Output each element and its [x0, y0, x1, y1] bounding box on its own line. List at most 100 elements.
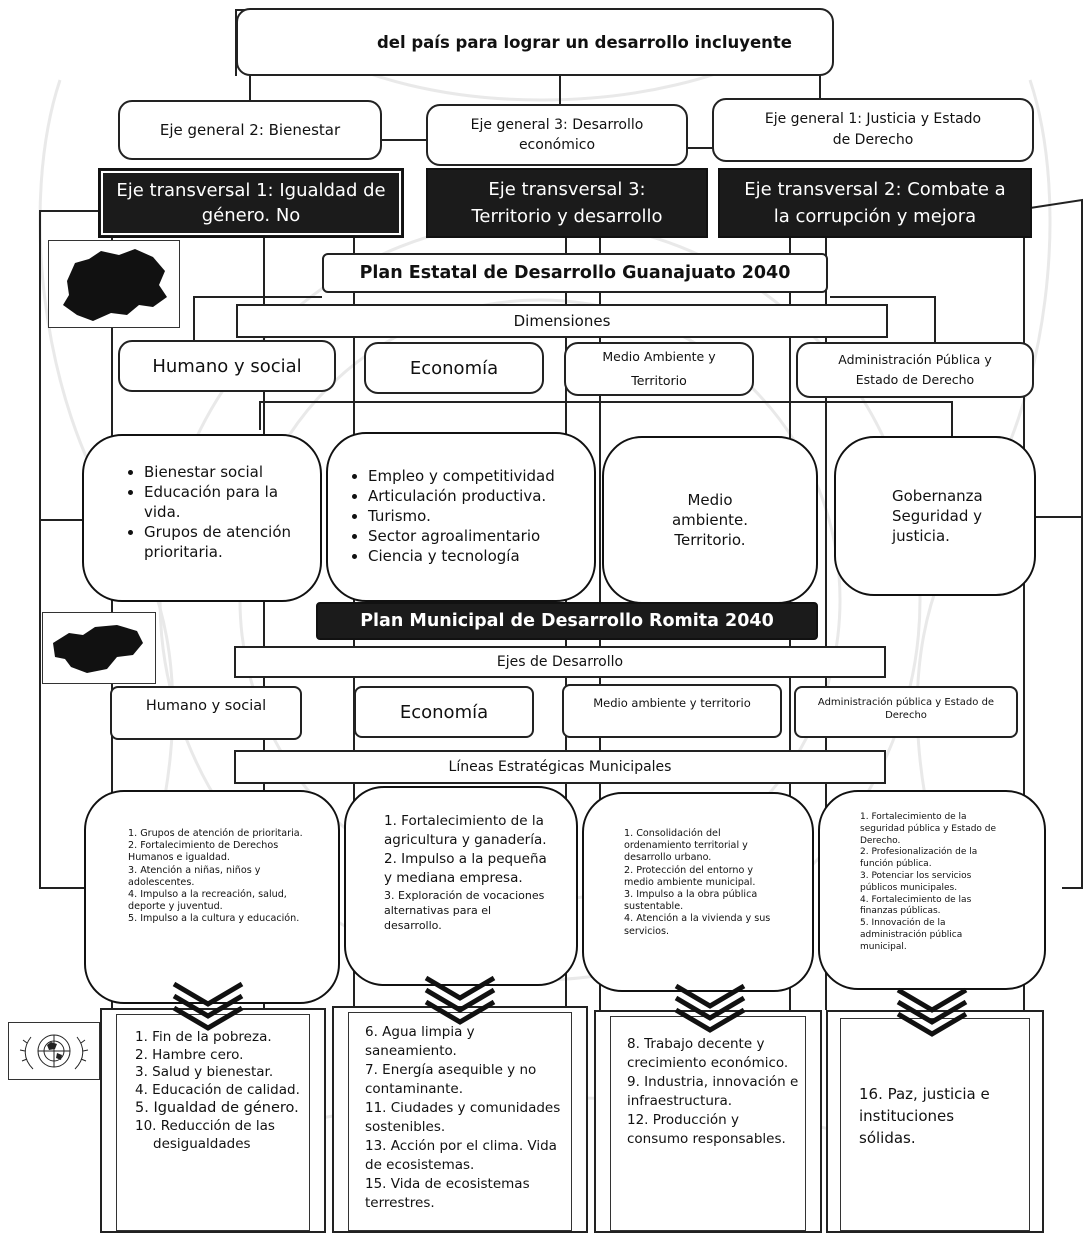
- strategic-lines-humano: 1. Grupos de atención de prioritaria. 2.…: [84, 790, 340, 1004]
- transversal-axis-3-label: Eje transversal 3: Territorio y desarrol…: [471, 179, 663, 227]
- municipal-axis-humano-label: Humano y social: [145, 698, 267, 714]
- list-item: 3. Atención a niñas, niños y adolescente…: [128, 864, 261, 888]
- state-plan-title-text: Plan Estatal de Desarrollo Guanajuato 20…: [359, 263, 791, 283]
- list-item: 2. Hambre cero.: [135, 1046, 244, 1063]
- sdg-box-1: 1. Fin de la pobreza. 2. Hambre cero. 3.…: [100, 1008, 326, 1233]
- state-topics-medio-ambiente: Medio ambiente. Territorio.: [602, 436, 818, 604]
- development-axes-bar: Ejes de Desarrollo: [234, 646, 886, 678]
- municipal-plan-title-text: Plan Municipal de Desarrollo Romita 2040: [360, 611, 774, 631]
- strategic-lines-economia-list: 1. Fortalecimiento de la agricultura y g…: [384, 812, 550, 933]
- list-item: 2. Profesionalización de la función públ…: [860, 847, 978, 870]
- list-item: 15. Vida de ecosistemas terrestres.: [365, 1176, 530, 1211]
- strategic-lines-label: Líneas Estratégicas Municipales: [448, 759, 672, 775]
- sdg-box-2: 6. Agua limpia y saneamiento. 7. Energía…: [332, 1006, 588, 1233]
- state-topics-humano-list: Bienestar social Educación para la vida.…: [114, 462, 306, 562]
- sdg-box-4: 16. Paz, justicia e instituciones sólida…: [826, 1010, 1044, 1233]
- chevron-down-icon: [674, 983, 746, 1033]
- state-topics-administracion: Gobernanza Seguridad y justicia.: [834, 436, 1036, 596]
- dimension-humano-social: Humano y social: [118, 340, 336, 392]
- state-topics-administracion-text: Gobernanza Seguridad y justicia.: [892, 487, 983, 545]
- strategic-lines-medio-ambiente: 1. Consolidación del ordenamiento territ…: [582, 792, 814, 992]
- list-item: 7. Energía asequible y no contaminante.: [365, 1062, 537, 1097]
- list-item: Grupos de atención prioritaria.: [144, 522, 306, 562]
- state-topics-humano: Bienestar social Educación para la vida.…: [82, 434, 322, 602]
- list-item: 9. Industria, innovación e infraestructu…: [627, 1074, 799, 1109]
- list-item: 2. Protección del entorno y medio ambien…: [624, 864, 756, 888]
- list-item: 8. Trabajo decente y crecimiento económi…: [627, 1036, 789, 1071]
- municipal-axis-economia: Economía: [354, 686, 534, 738]
- romita-map-icon: [42, 612, 156, 684]
- sdg-box-3: 8. Trabajo decente y crecimiento económi…: [594, 1010, 822, 1233]
- list-item: 3. Salud y bienestar.: [135, 1064, 274, 1080]
- list-item: 4. Fortalecimiento de las finanzas públi…: [860, 894, 972, 917]
- dimensions-label: Dimensiones: [513, 312, 611, 330]
- dimensions-bar: Dimensiones: [236, 304, 888, 338]
- strategic-lines-administracion: 1. Fortalecimiento de la seguridad públi…: [818, 790, 1046, 990]
- dimension-medio-ambiente: Medio Ambiente y Territorio: [564, 342, 754, 396]
- list-item: 11. Ciudades y comunidades sostenibles.: [365, 1100, 561, 1135]
- list-item: 4. Atención a la vivienda y sus servicio…: [624, 913, 771, 937]
- list-item: 16. Paz, justicia e instituciones sólida…: [859, 1085, 990, 1147]
- state-topics-economia-list: Empleo y competitividad Articulación pro…: [346, 466, 588, 566]
- chevron-down-icon: [424, 975, 496, 1025]
- strategic-lines-medio-ambiente-list: 1. Consolidación del ordenamiento territ…: [624, 828, 782, 938]
- list-item: 1. Consolidación del ordenamiento territ…: [624, 828, 748, 864]
- dimension-administracion: Administración Pública y Estado de Derec…: [796, 342, 1034, 398]
- list-item: Empleo y competitividad: [368, 466, 588, 486]
- list-item: 13. Acción por el clima. Vida de ecosist…: [365, 1138, 557, 1173]
- sdg-box-2-inner: 6. Agua limpia y saneamiento. 7. Energía…: [348, 1012, 572, 1231]
- list-item: 6. Agua limpia y saneamiento.: [365, 1024, 475, 1059]
- sdg-box-1-inner: 1. Fin de la pobreza. 2. Hambre cero. 3.…: [116, 1014, 310, 1231]
- list-item: Turismo.: [368, 506, 588, 526]
- list-item: 4. Impulso a la recreación, salud, depor…: [128, 889, 287, 913]
- strategic-lines-humano-list: 1. Grupos de atención de prioritaria. 2.…: [128, 828, 316, 926]
- municipal-axis-administracion-label: Administración pública y Estado de Derec…: [817, 697, 995, 721]
- list-item: Sector agroalimentario: [368, 526, 588, 546]
- list-item: 5. Impulso a la cultura y educación.: [128, 913, 300, 925]
- list-item: Articulación productiva.: [368, 486, 588, 506]
- transversal-axis-1-label: Eje transversal 1: Igualdad de género. N…: [116, 180, 386, 226]
- strategic-lines-bar: Líneas Estratégicas Municipales: [234, 750, 886, 784]
- general-axis-1: Eje general 1: Justicia y Estado de Dere…: [712, 98, 1034, 162]
- municipal-axis-humano: Humano y social: [110, 686, 302, 740]
- list-item: 5. Innovación de la administración públi…: [860, 918, 963, 952]
- list-item: 2. Fortalecimiento de Derechos Humanos e…: [128, 840, 279, 864]
- strategic-lines-economia: 1. Fortalecimiento de la agricultura y g…: [344, 786, 578, 986]
- general-axis-2-label: Eje general 2: Bienestar: [159, 121, 341, 139]
- general-axis-1-label: Eje general 1: Justicia y Estado de Dere…: [764, 111, 982, 148]
- state-topics-medio-ambiente-text: Medio ambiente. Territorio.: [671, 491, 749, 549]
- list-item: Bienestar social: [144, 462, 306, 482]
- dimension-administracion-label: Administración Pública y Estado de Derec…: [838, 352, 992, 387]
- state-topics-economia: Empleo y competitividad Articulación pro…: [326, 432, 596, 602]
- chevron-down-icon: [896, 987, 968, 1037]
- dimension-economia-label: Economía: [409, 357, 499, 379]
- national-plan-title: del país para lograr un desarrollo inclu…: [376, 32, 792, 52]
- chevron-down-icon: [172, 981, 244, 1031]
- list-item: 12. Producción y consumo responsables.: [627, 1112, 786, 1147]
- general-axis-2: Eje general 2: Bienestar: [118, 100, 382, 160]
- general-axis-3-label: Eje general 3: Desarrollo económico: [470, 117, 644, 153]
- municipal-axis-medio-ambiente: Medio ambiente y territorio: [562, 684, 782, 738]
- municipal-axis-medio-ambiente-label: Medio ambiente y territorio: [593, 696, 751, 710]
- list-item: Ciencia y tecnología: [368, 546, 588, 566]
- transversal-axis-3: Eje transversal 3: Territorio y desarrol…: [426, 168, 708, 238]
- dimension-medio-ambiente-label: Medio Ambiente y Territorio: [602, 349, 716, 388]
- sdg-box-3-inner: 8. Trabajo decente y crecimiento económi…: [610, 1016, 806, 1231]
- transversal-axis-1: Eje transversal 1: Igualdad de género. N…: [98, 168, 404, 238]
- list-item: 1. Fin de la pobreza.: [135, 1029, 272, 1045]
- list-item: 3. Impulso a la obra pública sustentable…: [624, 889, 758, 913]
- un-emblem-icon: [8, 1022, 100, 1080]
- sdg-box-4-inner: 16. Paz, justicia e instituciones sólida…: [840, 1018, 1030, 1231]
- list-item: 2. Impulso a la pequeña y mediana empres…: [384, 851, 547, 886]
- list-item: 1. Grupos de atención de prioritaria.: [128, 828, 303, 839]
- municipal-plan-title: Plan Municipal de Desarrollo Romita 2040: [316, 602, 818, 640]
- national-plan-header: del país para lograr un desarrollo inclu…: [236, 8, 834, 76]
- list-item: Educación para la vida.: [144, 482, 306, 522]
- list-item: 3. Potenciar los servicios públicos muni…: [860, 870, 972, 893]
- transversal-axis-2-label: Eje transversal 2: Combate a la corrupci…: [744, 179, 1006, 227]
- development-axes-label: Ejes de Desarrollo: [496, 654, 624, 670]
- list-item: 5. Igualdad de género.: [135, 1100, 299, 1116]
- list-item: 3. Exploración de vocaciones alternativa…: [384, 889, 545, 932]
- guanajuato-map-icon: [48, 240, 180, 328]
- list-item: 1. Fortalecimiento de la agricultura y g…: [384, 813, 547, 848]
